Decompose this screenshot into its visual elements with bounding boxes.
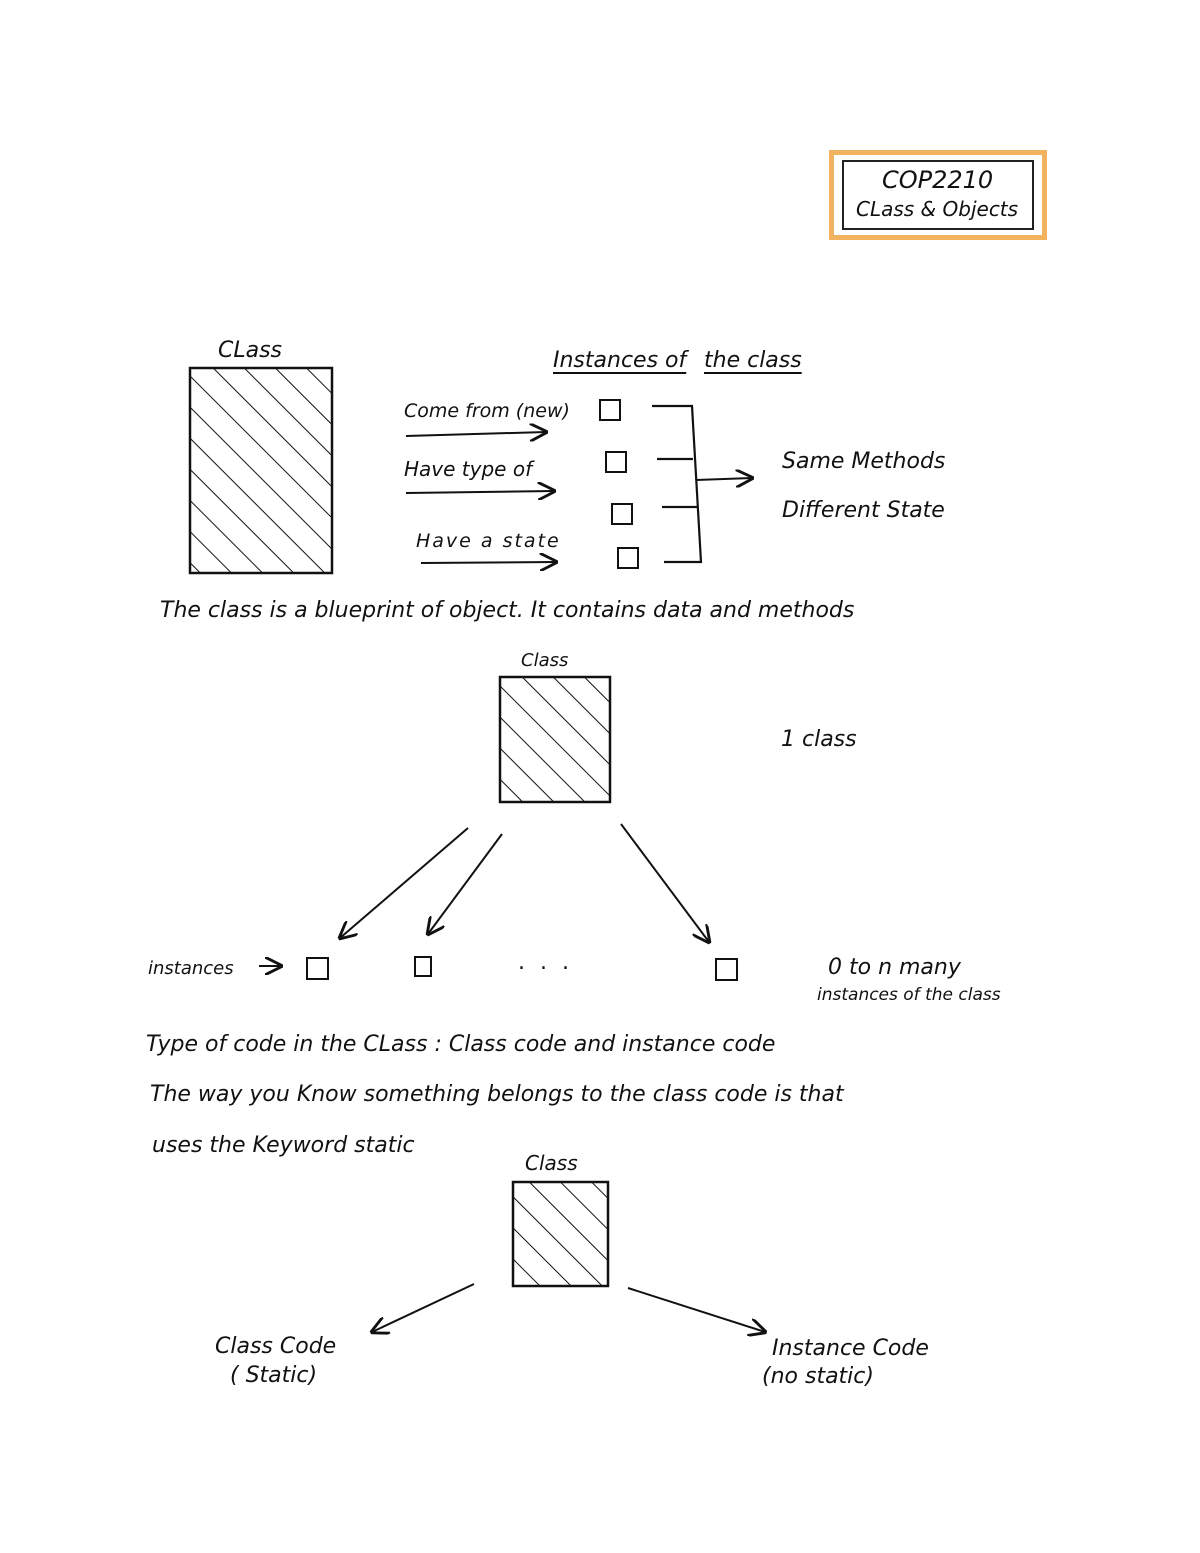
instance-square	[715, 958, 738, 981]
instance-square	[605, 451, 627, 473]
instances-bracket	[652, 404, 703, 564]
instance-square	[306, 957, 329, 980]
class-code-label: Class Code	[215, 1334, 337, 1359]
class-label-2: Class	[521, 650, 569, 671]
arrow-to-instance-n	[620, 823, 709, 942]
label-have-type: Have type of	[404, 457, 533, 481]
instance-square	[611, 503, 633, 525]
arrow-come-from	[405, 432, 546, 436]
class-box-2	[498, 675, 612, 804]
code-types-line-2: The way you Know something belongs to th…	[150, 1082, 844, 1107]
title-box	[829, 150, 1047, 240]
class-box-1	[188, 366, 334, 575]
class-code-static: ( Static)	[230, 1363, 318, 1388]
arrow-to-instance-code	[627, 1287, 765, 1332]
code-types-line-3: uses the Keyword static	[152, 1133, 415, 1158]
arrow-to-class-code	[372, 1283, 475, 1332]
result-different-state: Different State	[782, 498, 945, 523]
range-line-2: instances of the class	[817, 985, 1001, 1005]
course-code: COP2210	[882, 166, 994, 194]
arrow-to-instance-1	[340, 827, 469, 938]
result-same-methods: Same Methods	[782, 449, 946, 474]
ellipsis: . . .	[518, 950, 573, 975]
class-label-1: CLass	[218, 338, 283, 363]
label-have-state: Have a state	[416, 530, 561, 552]
blueprint-caption: The class is a blueprint of object. It c…	[160, 598, 855, 623]
arrow-to-instance-2	[428, 833, 503, 934]
instance-square	[617, 547, 639, 569]
instance-square	[599, 399, 621, 421]
instance-code-no-static: (no static)	[762, 1364, 874, 1389]
instance-square	[414, 956, 432, 977]
title-box-inner	[842, 160, 1034, 230]
instances-heading-a: Instances of	[553, 348, 687, 373]
instances-label: instances	[148, 958, 234, 979]
bracket-arrow	[695, 478, 752, 480]
course-topic: CLass & Objects	[856, 197, 1019, 221]
arrow-have-state	[420, 562, 556, 563]
one-class-label: 1 class	[781, 727, 857, 752]
class-box-3	[511, 1180, 610, 1288]
label-come-from: Come from (new)	[404, 400, 570, 422]
arrow-have-type	[405, 491, 554, 493]
code-types-line-1: Type of code in the CLass : Class code a…	[146, 1032, 776, 1057]
class-label-3: Class	[525, 1151, 578, 1175]
instance-code-label: Instance Code	[772, 1336, 929, 1361]
range-line-1: 0 to n many	[828, 955, 961, 980]
instances-heading-b: the class	[704, 348, 802, 373]
